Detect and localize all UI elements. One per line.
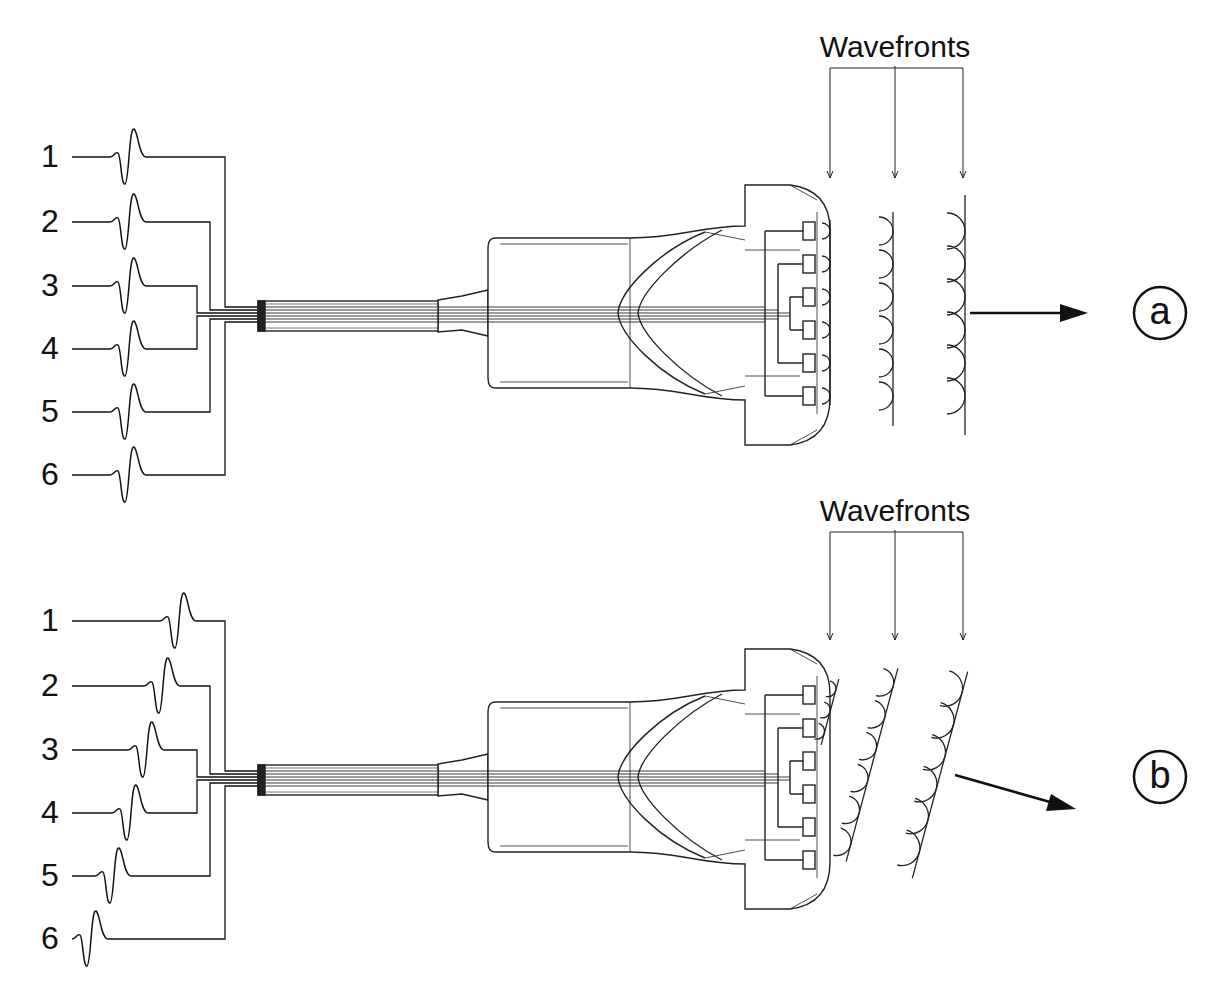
- caption-label: Wavefronts: [820, 494, 971, 527]
- channel-number: 5: [41, 858, 59, 893]
- channel-number: 5: [41, 394, 59, 429]
- channel-number: 3: [41, 732, 59, 767]
- channel-number: 4: [41, 331, 59, 366]
- circled-letter: b: [1132, 749, 1188, 805]
- channel-number: 4: [41, 795, 59, 830]
- caption-label: Wavefronts: [820, 30, 971, 63]
- circle-outline: [1134, 751, 1186, 803]
- channel-number: 1: [41, 603, 59, 638]
- channel-number: 6: [41, 921, 59, 956]
- channel-number: 1: [41, 139, 59, 174]
- circle-outline: [1134, 287, 1186, 339]
- channel-number: 2: [41, 204, 59, 239]
- channel-number: 6: [41, 457, 59, 492]
- channel-number: 3: [41, 268, 59, 303]
- panel-letter: a: [1149, 292, 1170, 330]
- panel-letter: b: [1149, 756, 1170, 794]
- channel-number: 2: [41, 668, 59, 703]
- circled-letter: a: [1132, 285, 1188, 341]
